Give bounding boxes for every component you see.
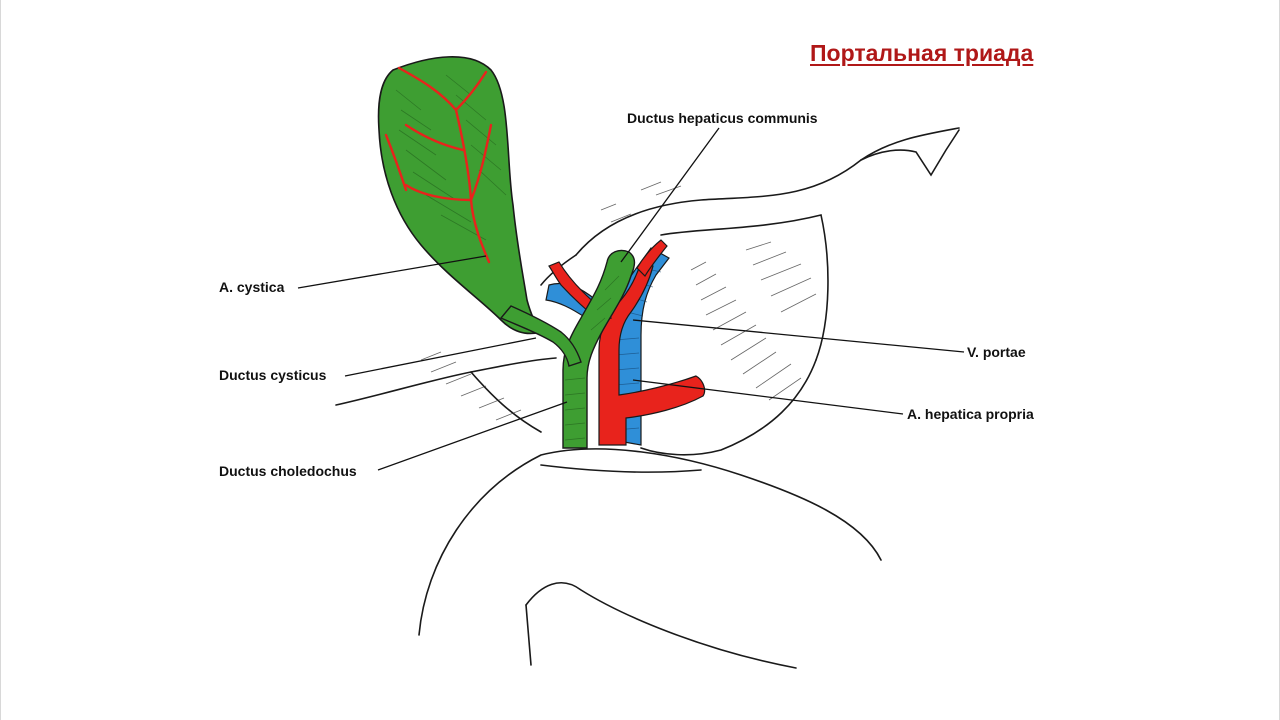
gallbladder <box>379 57 541 334</box>
label-ductus-hepaticus-communis: Ductus hepaticus communis <box>627 110 818 126</box>
label-ductus-choledochus: Ductus choledochus <box>219 463 357 479</box>
leader-ductus-hepaticus-communis <box>621 128 719 262</box>
label-a-hepatica-propria: A. hepatica propria <box>907 406 1034 422</box>
label-v-portae: V. portae <box>967 344 1026 360</box>
duodenum-outline <box>419 449 881 668</box>
leader-ductus-cysticus <box>345 338 536 376</box>
label-ductus-cysticus: Ductus cysticus <box>219 367 326 383</box>
leader-ductus-choledochus <box>378 402 567 470</box>
label-a-cystica: A. cystica <box>219 279 284 295</box>
leader-v-portae <box>633 320 964 352</box>
